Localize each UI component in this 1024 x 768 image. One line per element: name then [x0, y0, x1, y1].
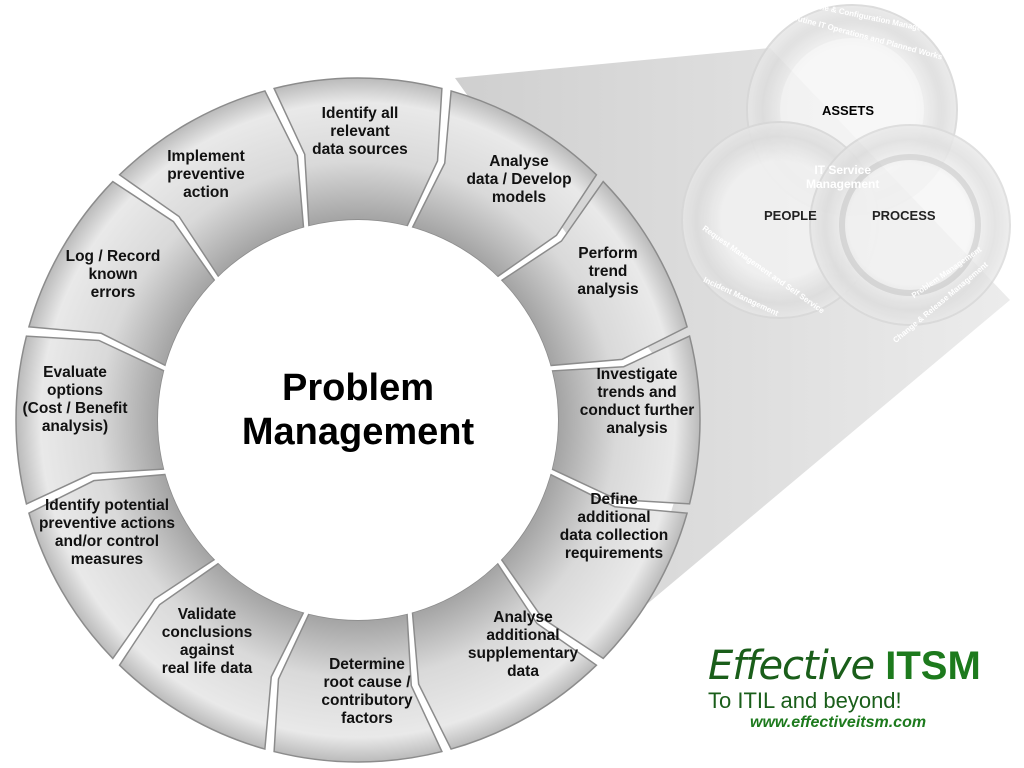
effective-itsm-logo: Effective ITSM To ITIL and beyond! www.e…	[708, 644, 1008, 732]
venn-diagram	[681, 4, 1011, 326]
logo-word1: Effective	[708, 643, 875, 689]
step-label: Validate conclusions against real life d…	[161, 606, 253, 677]
venn-process-label: PROCESS	[872, 208, 936, 223]
step-label: Identify all relevant data sources	[312, 105, 408, 158]
step-label: Identify potential preventive actions an…	[38, 497, 176, 568]
step-label: Investigate trends and conduct further a…	[579, 366, 695, 437]
step-label: Log / Record known errors	[65, 248, 161, 301]
venn-assets-label: ASSETS	[822, 103, 875, 118]
step-label: Analyse data / Develop models	[466, 153, 572, 206]
step-label: Implement preventive action	[167, 148, 245, 201]
step-label: Perform trend analysis	[577, 245, 639, 298]
process-ring	[15, 77, 701, 763]
step-label: Determine root cause / contributory fact…	[321, 656, 413, 727]
venn-people-label: PEOPLE	[764, 208, 817, 223]
step-label: Define additional data collection requir…	[559, 491, 669, 562]
logo-url[interactable]: www.effectiveitsm.com	[750, 714, 927, 731]
logo-tagline: To ITIL and beyond!	[708, 688, 902, 713]
logo-word2: ITSM	[885, 644, 981, 688]
ring-center	[158, 220, 558, 620]
step-label: Evaluate options (Cost / Benefit analysi…	[22, 364, 128, 435]
venn-core-label: IT Service Management	[806, 163, 880, 191]
step-label: Analyse additional supplementary data	[467, 609, 579, 680]
center-title: Problem Management	[241, 367, 475, 453]
